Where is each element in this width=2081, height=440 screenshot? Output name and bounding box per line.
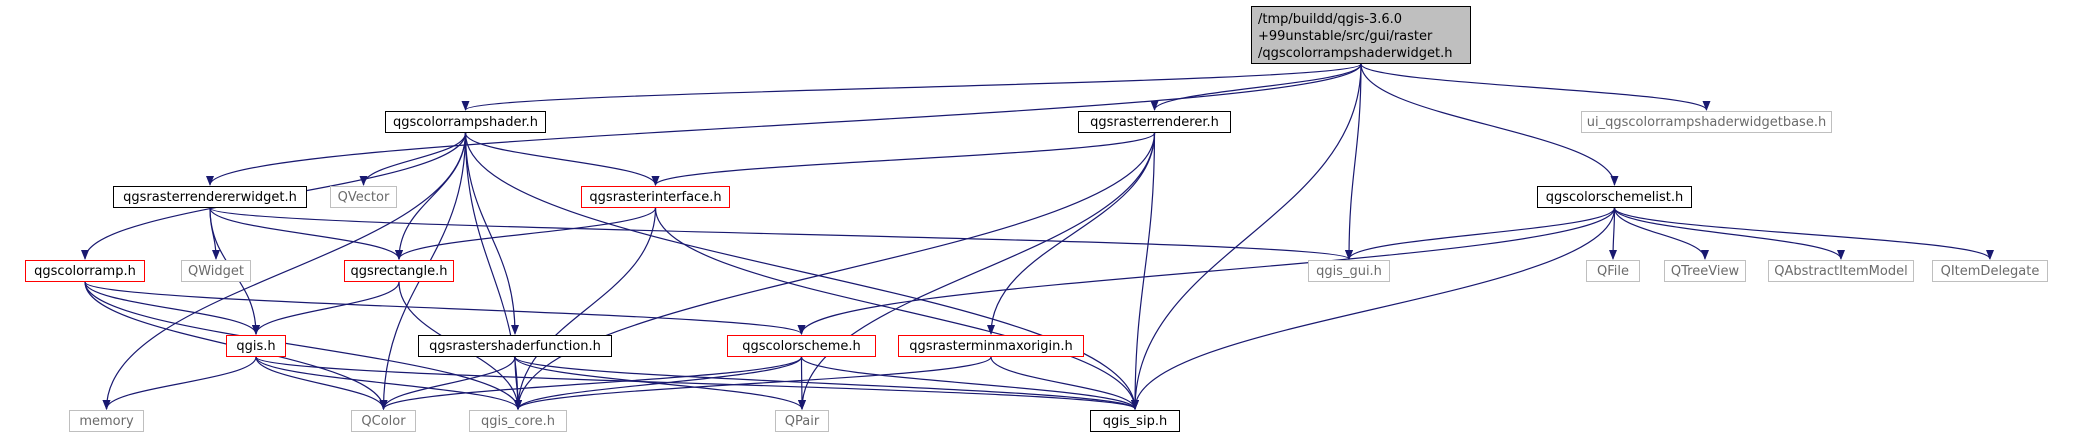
edge-qgsrasterrenderer-to-qpair <box>798 132 1156 410</box>
node-label: qgsrastershaderfunction.h <box>429 338 601 354</box>
node-qgsrasterrendererwidget[interactable]: qgsrasterrendererwidget.h <box>113 186 307 208</box>
node-qfile[interactable]: QFile <box>1586 260 1640 282</box>
node-qwidget[interactable]: QWidget <box>181 260 251 282</box>
edge-qgscolorscheme-to-qpair <box>797 356 806 410</box>
edge-root-to-ui_widgetbase <box>1360 63 1711 111</box>
edge-qgscolorramp-to-qgis_core <box>84 281 522 410</box>
edge-qgis-to-qgis_sip <box>255 356 1139 410</box>
edge-qgscolorscheme-to-qgis_core <box>514 356 803 410</box>
edge-qgsrasterrenderer-to-qgis_sip <box>1131 132 1156 410</box>
edge-qgscolorschemelist-to-qtreeview <box>1613 207 1709 260</box>
root-line-1: /tmp/buildd/qgis-3.6.0 <box>1258 12 1403 27</box>
node-label: qgsrasterrenderer.h <box>1090 114 1219 130</box>
edge-qgscolorramp-to-qgscolorscheme <box>84 281 806 335</box>
node-label: memory <box>79 413 134 429</box>
edge-qgscolorrampshader-to-qgsrastershaderfunction <box>464 132 519 335</box>
node-qitemdelegate[interactable]: QItemDelegate <box>1932 260 2048 282</box>
node-label: QVector <box>337 189 390 205</box>
edge-qgsrasterinterface-to-qgis_core <box>514 207 657 410</box>
node-label: qgsrasterminmaxorigin.h <box>909 338 1073 354</box>
node-label: qgis_core.h <box>481 413 555 429</box>
node-label: qgis.h <box>236 338 276 354</box>
edge-qgscolorschemelist-to-qitemdelegate <box>1613 207 1994 260</box>
edge-qgsrasterrendererwidget-to-qgis_gui <box>209 207 1353 260</box>
edge-qgscolorrampshader-to-qvector <box>359 132 467 186</box>
edge-qgsrasterrenderer-to-qgsrasterinterface <box>651 132 1156 186</box>
node-ui-qgscolorrampshaderwidgetbase[interactable]: ui_qgscolorrampshaderwidgetbase.h <box>1581 111 1832 133</box>
node-qgis[interactable]: qgis.h <box>226 335 286 357</box>
node-label: qgscolorschemelist.h <box>1545 189 1684 205</box>
edge-qgscolorschemelist-to-qabstractitemmodel <box>1613 207 1845 260</box>
edge-root-to-qgscolorrampshader <box>461 63 1362 111</box>
node-qgscolorscheme[interactable]: qgscolorscheme.h <box>727 335 876 357</box>
edge-qgsrasterrenderer-to-qgis_core <box>514 132 1156 410</box>
edge-qgis-to-memory <box>102 356 257 410</box>
edge-qgscolorscheme-to-qcolor <box>379 356 803 410</box>
edge-qgscolorschemelist-to-qgis_sip <box>1131 207 1616 410</box>
node-qgscolorramp[interactable]: qgscolorramp.h <box>25 260 145 282</box>
node-qgsrastershaderfunction[interactable]: qgsrastershaderfunction.h <box>418 335 612 357</box>
node-qgsrasterrenderer[interactable]: qgsrasterrenderer.h <box>1078 111 1231 133</box>
edge-qgscolorramp-to-qgis <box>84 281 260 335</box>
node-label: qgsrasterrendererwidget.h <box>123 189 297 205</box>
edge-qgsrasterminmaxorigin-to-qgis_core <box>514 356 992 410</box>
node-qpair[interactable]: QPair <box>775 410 829 432</box>
node-memory[interactable]: memory <box>69 410 144 432</box>
node-label: qgscolorramp.h <box>34 263 136 279</box>
node-label: QTreeView <box>1670 263 1740 279</box>
node-label: QColor <box>361 413 406 429</box>
edge-qgsrastershaderfunction-to-qcolor <box>379 356 516 410</box>
edge-qgsrasterrendererwidget-to-qgsrectangle <box>209 207 403 260</box>
edge-qgsrasterinterface-to-qgsrectangle <box>395 207 657 260</box>
edge-qgscolorscheme-to-qgis_sip <box>800 356 1139 410</box>
edge-qgsrasterinterface-to-qgis_sip <box>654 207 1139 410</box>
edge-qgscolorrampshader-to-qgsrectangle <box>395 132 467 260</box>
node-qgsrasterminmaxorigin[interactable]: qgsrasterminmaxorigin.h <box>898 335 1084 357</box>
node-label: ui_qgscolorrampshaderwidgetbase.h <box>1586 114 1827 130</box>
node-qgscolorrampshader[interactable]: qgscolorrampshader.h <box>385 111 546 133</box>
root-line-2: +99unstable/src/gui/raster <box>1258 29 1433 44</box>
node-label: qgscolorrampshader.h <box>392 114 539 130</box>
node-label: qgscolorscheme.h <box>742 338 861 354</box>
edge-root-to-qgsrasterrenderer <box>1150 63 1362 111</box>
node-qgscolorschemelist[interactable]: qgscolorschemelist.h <box>1537 186 1692 208</box>
node-label: qgis_sip.h <box>1102 413 1168 429</box>
edge-qgsrectangle-to-qgis <box>252 281 400 335</box>
node-qtreeview[interactable]: QTreeView <box>1664 260 1746 282</box>
node-label: qgis_gui.h <box>1316 263 1382 279</box>
edge-qgscolorschemelist-to-qgis_gui <box>1345 207 1616 260</box>
node-qgsrectangle[interactable]: qgsrectangle.h <box>344 260 454 282</box>
edge-qgsrastershaderfunction-to-qgis_sip <box>514 356 1139 410</box>
edge-qgis-to-qgis_core <box>255 356 522 410</box>
node-qvector[interactable]: QVector <box>330 186 397 208</box>
node-qgis-sip[interactable]: qgis_sip.h <box>1090 410 1180 432</box>
edge-qgscolorschemelist-to-qgscolorscheme <box>797 207 1616 335</box>
node-label: QAbstractItemModel <box>1774 263 1908 279</box>
node-qabstractitemmodel[interactable]: QAbstractItemModel <box>1768 260 1914 282</box>
node-label: QWidget <box>187 263 244 279</box>
node-label: QItemDelegate <box>1940 263 2040 279</box>
node-label: QFile <box>1597 263 1629 279</box>
node-qgis-core[interactable]: qgis_core.h <box>469 410 567 432</box>
node-label: qgsrectangle.h <box>350 263 448 279</box>
edge-root-to-qgsrasterrendererwidget <box>206 63 1362 186</box>
edge-root-to-qgscolorschemelist <box>1360 63 1619 186</box>
node-qgis-gui[interactable]: qgis_gui.h <box>1308 260 1390 282</box>
edge-root-to-qgis_sip <box>1131 63 1362 410</box>
node-label: qgsrasterinterface.h <box>589 189 722 205</box>
node-qcolor[interactable]: QColor <box>351 410 416 432</box>
root-line-3: /qgscolorrampshaderwidget.h <box>1258 46 1453 61</box>
edge-qgscolorrampshader-to-qgsrasterinterface <box>464 132 660 186</box>
edge-qgscolorrampshader-to-memory <box>102 132 467 410</box>
edge-qgsrasterrenderer-to-qgsrasterminmaxorigin <box>987 132 1156 335</box>
edge-qgscolorrampshader-to-qgis_sip <box>464 132 1139 410</box>
edge-root-to-qgis_gui <box>1345 63 1362 260</box>
edge-qgsrasterminmaxorigin-to-qgis_sip <box>990 356 1139 410</box>
edge-qgis-to-qcolor <box>255 356 388 410</box>
node-qgsrasterinterface[interactable]: qgsrasterinterface.h <box>581 186 730 208</box>
node-label: QPair <box>784 413 820 429</box>
node-root-qgscolorrampshaderwidget[interactable]: /tmp/buildd/qgis-3.6.0 +99unstable/src/g… <box>1251 6 1471 64</box>
